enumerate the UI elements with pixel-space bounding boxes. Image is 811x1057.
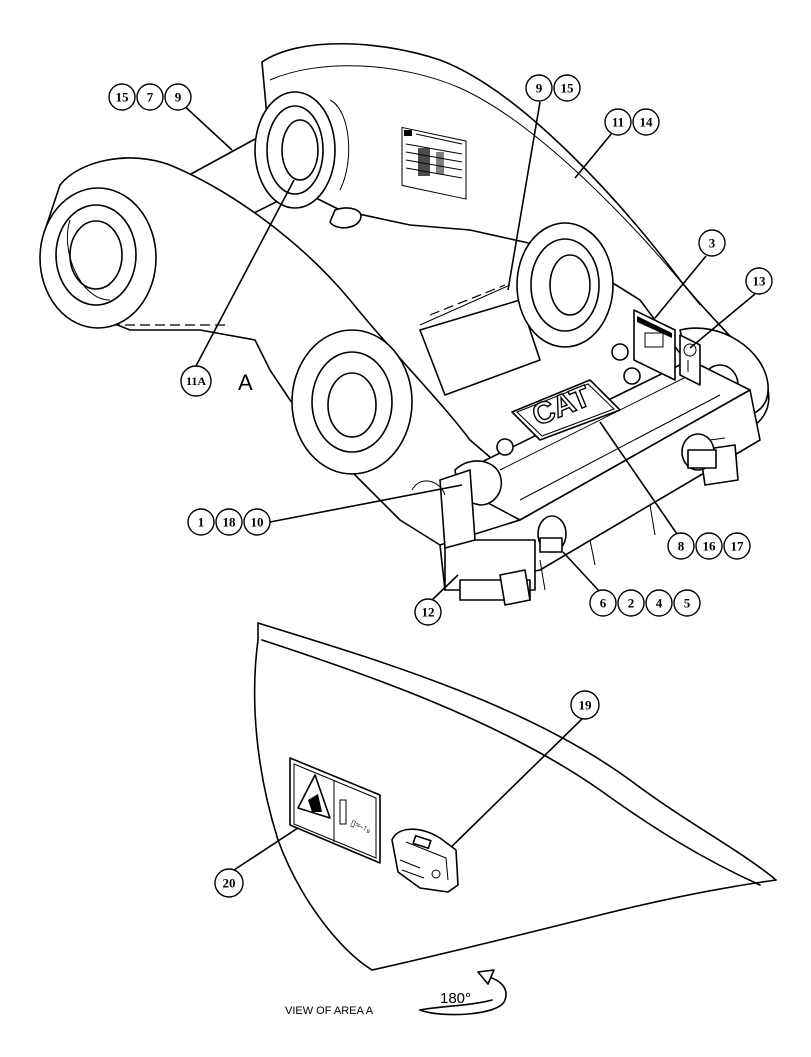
crush-warning-decal: ▯≈-↑₉ xyxy=(289,757,381,864)
callout-4: 4 xyxy=(645,589,673,617)
svg-text:12: 12 xyxy=(422,605,435,620)
callout-group-6-2-4-5: 6 2 4 5 xyxy=(589,589,701,617)
area-a-detail-view: ▯≈-↑₉ 19 20 VIEW OF AREA A 180° xyxy=(214,622,777,1017)
svg-text:6: 6 xyxy=(600,596,607,611)
svg-text:2: 2 xyxy=(628,596,635,611)
svg-text:4: 4 xyxy=(656,596,663,611)
svg-text:17: 17 xyxy=(731,539,745,554)
view-caption: VIEW OF AREA A xyxy=(285,1005,374,1017)
callout-group-8-16-17: 8 16 17 xyxy=(667,532,751,560)
svg-text:8: 8 xyxy=(678,539,685,554)
callout-10: 10 xyxy=(243,508,271,536)
svg-text:9: 9 xyxy=(175,90,182,105)
svg-text:16: 16 xyxy=(703,539,717,554)
svg-text:20: 20 xyxy=(223,876,236,891)
callout-9: 9 xyxy=(525,74,553,102)
lock-lever xyxy=(411,460,502,549)
warning-decal xyxy=(633,309,676,381)
front-lower-bushing xyxy=(291,329,413,475)
svg-text:3: 3 xyxy=(709,236,716,251)
lock-indicator-sensor xyxy=(391,828,459,893)
svg-text:5: 5 xyxy=(684,596,691,611)
rotation-arrow-icon xyxy=(419,969,507,1016)
leader-lines xyxy=(179,101,756,873)
callout-9: 9 xyxy=(164,83,192,111)
callout-19: 19 xyxy=(570,690,600,720)
callout-6: 6 xyxy=(589,589,617,617)
svg-text:15: 15 xyxy=(561,81,575,96)
detail-plate-outline xyxy=(257,622,777,881)
callout-12: 12 xyxy=(414,598,442,626)
callout-7: 7 xyxy=(136,83,164,111)
callout-16: 16 xyxy=(695,532,723,560)
callout-group-15-7-9: 15 7 9 xyxy=(108,83,192,111)
svg-text:19: 19 xyxy=(579,698,593,713)
svg-text:18: 18 xyxy=(223,515,237,530)
callout-15: 15 xyxy=(108,83,136,111)
callout-group-1-18-10: 1 18 10 xyxy=(187,508,271,536)
wedge-housing xyxy=(439,343,761,606)
coupler-assembly: CAT xyxy=(39,42,770,606)
svg-text:13: 13 xyxy=(753,274,767,289)
callout-5: 5 xyxy=(673,589,701,617)
callout-13: 13 xyxy=(745,267,773,295)
svg-text:11: 11 xyxy=(612,115,624,130)
callout-14: 14 xyxy=(632,108,660,136)
callout-20: 20 xyxy=(214,868,244,898)
callout-17: 17 xyxy=(723,532,751,560)
callout-18: 18 xyxy=(215,508,243,536)
svg-text:11A: 11A xyxy=(186,374,206,388)
callout-2: 2 xyxy=(617,589,645,617)
svg-text:7: 7 xyxy=(147,90,154,105)
callout-15: 15 xyxy=(553,74,581,102)
svg-text:9: 9 xyxy=(536,81,543,96)
front-upper-bushing xyxy=(39,187,157,329)
callout-group-9-15: 9 15 xyxy=(525,74,581,102)
callout-group-11-14: 11 14 xyxy=(604,108,660,136)
callout-11: 11 xyxy=(604,108,632,136)
callout-1: 1 xyxy=(187,508,215,536)
area-a-label: A xyxy=(238,370,253,395)
svg-text:15: 15 xyxy=(116,90,130,105)
data-decal xyxy=(401,126,467,200)
rotation-label: 180° xyxy=(440,990,471,1007)
front-side-plate xyxy=(44,157,521,546)
svg-text:1: 1 xyxy=(198,515,205,530)
lock-decal xyxy=(679,334,701,386)
svg-text:14: 14 xyxy=(640,115,654,130)
hydraulic-fittings xyxy=(537,433,726,553)
lower-pin xyxy=(419,222,614,396)
callout-3: 3 xyxy=(698,229,726,257)
callout-11A: 11A xyxy=(180,365,212,397)
svg-text:10: 10 xyxy=(251,515,264,530)
callout-8: 8 xyxy=(667,532,695,560)
